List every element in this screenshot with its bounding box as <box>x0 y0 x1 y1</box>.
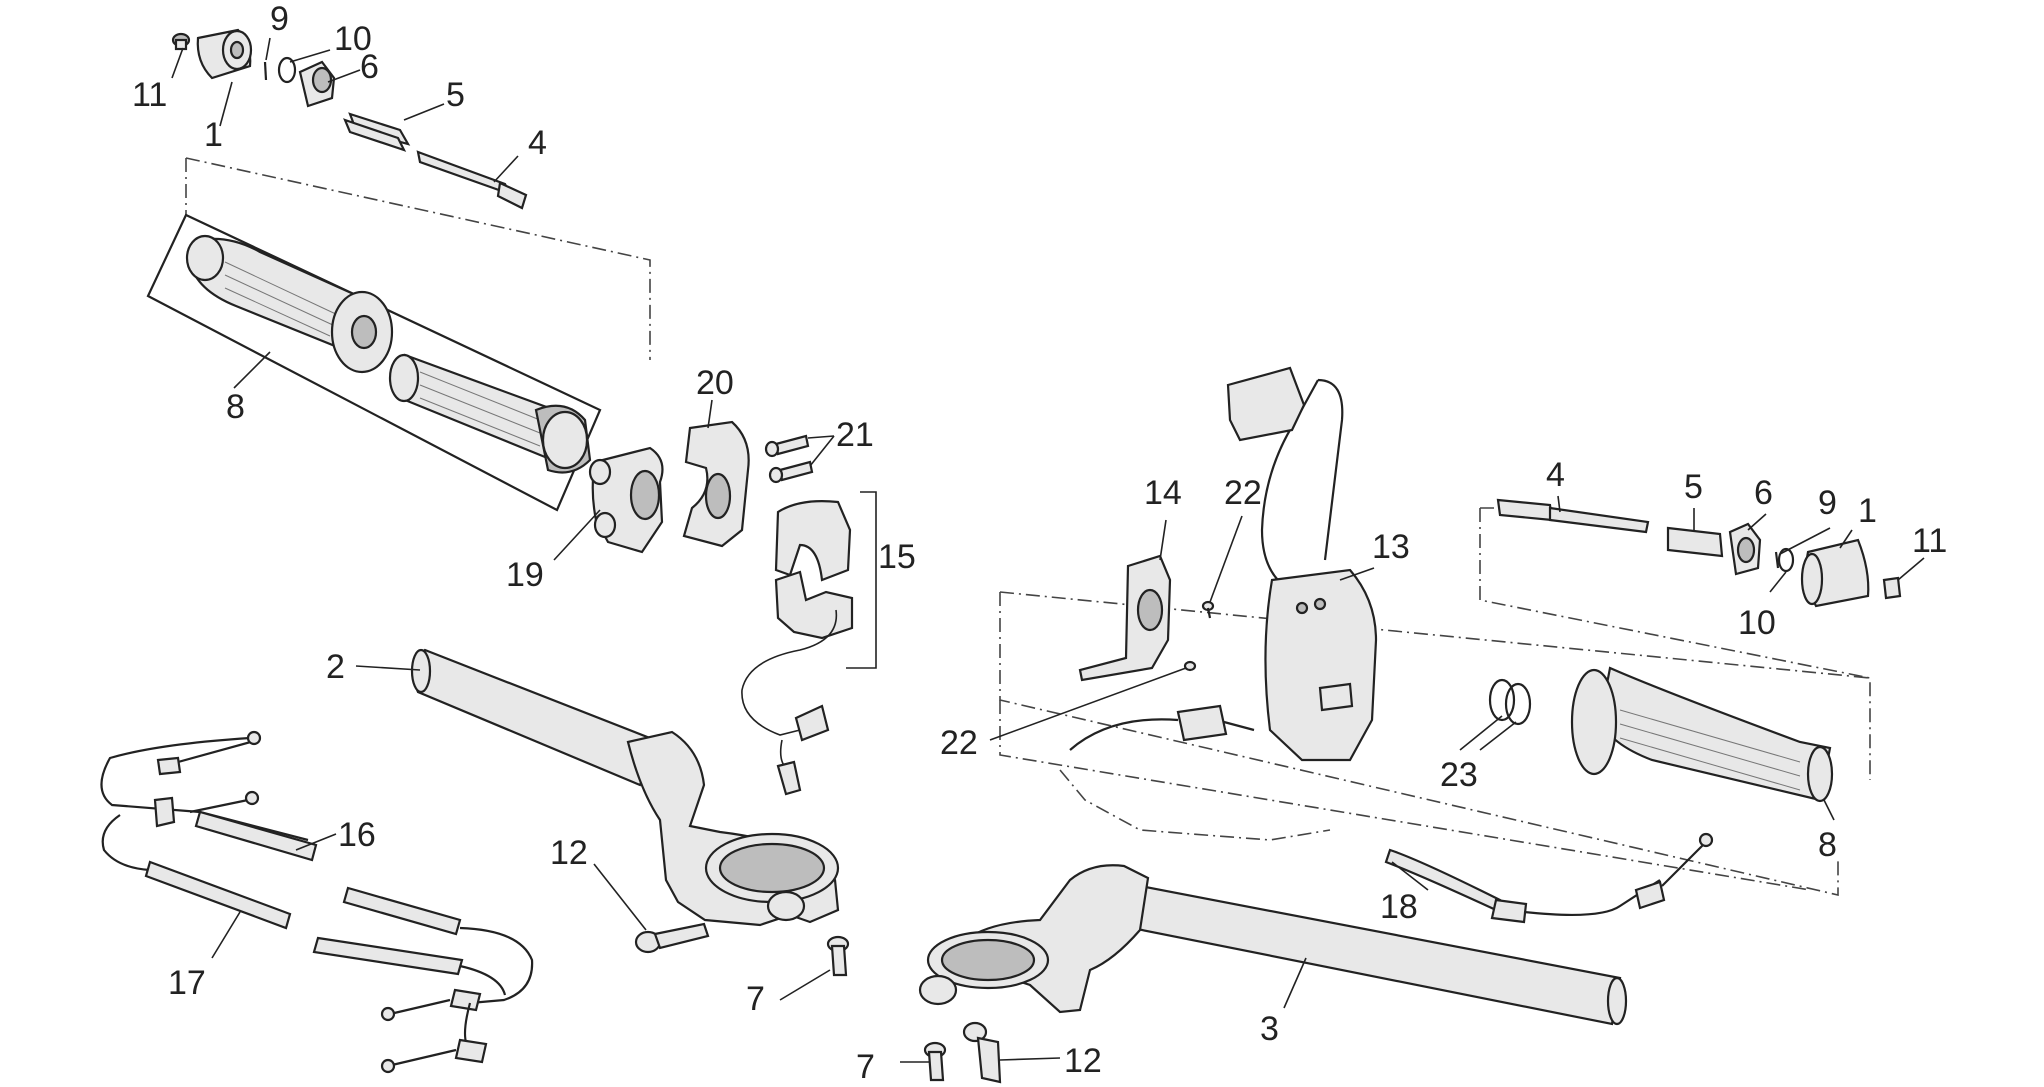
part-2-handlebar-left <box>410 648 840 927</box>
part-8-grip-set-left-frame <box>146 213 602 512</box>
callout-10-right: 10 <box>1738 604 1776 642</box>
part-22-screw-upper <box>1201 600 1215 619</box>
callout-7-lower: 7 <box>856 1048 875 1086</box>
part-11-screw-right <box>1882 576 1902 600</box>
part-6-bushing-right <box>1728 522 1762 576</box>
callout-6-right: 6 <box>1754 474 1773 512</box>
part-18-brake-switch-cable <box>1069 704 1714 924</box>
part-20-throttle-housing-upper <box>682 420 750 548</box>
part-9-pin-left <box>263 61 268 81</box>
callout-14: 14 <box>1144 474 1182 512</box>
part-15-throttle-switch-assembly <box>741 491 877 796</box>
callout-10-left: 10 <box>334 20 372 58</box>
callout-19: 19 <box>506 556 544 594</box>
callout-5-right: 5 <box>1684 468 1703 506</box>
callout-20: 20 <box>696 364 734 402</box>
part-17-throttle-cable-return <box>101 790 534 1074</box>
part-3-handlebar-right <box>918 864 1628 1026</box>
callout-labels: 11 9 10 6 5 1 4 8 20 21 19 15 2 16 17 12… <box>132 0 1947 1086</box>
callout-2: 2 <box>326 648 345 686</box>
callout-22-upper: 22 <box>1224 474 1262 512</box>
part-7-screw-lower <box>923 1041 947 1082</box>
callout-11-right: 11 <box>1912 522 1947 560</box>
part-16-throttle-cable <box>100 730 318 862</box>
callout-7-upper: 7 <box>746 980 765 1018</box>
callout-1-right: 1 <box>1858 492 1877 530</box>
callout-13: 13 <box>1372 528 1410 566</box>
part-10-o-ring-left <box>277 56 297 84</box>
callout-leaders <box>171 37 1925 1063</box>
part-23-o-rings <box>1488 678 1532 726</box>
part-10-o-ring-right <box>1777 547 1795 573</box>
part-12-bolt-right <box>962 1021 1002 1084</box>
part-4-threaded-rod-left <box>416 150 528 210</box>
callout-3: 3 <box>1260 1010 1279 1048</box>
callout-8-left: 8 <box>226 388 245 426</box>
callout-17: 17 <box>168 964 206 1002</box>
assembly-guide-lines <box>185 157 1871 897</box>
part-8-grip-left <box>185 234 394 374</box>
part-8-throttle-grip <box>388 353 592 474</box>
part-9-pin-right <box>1774 551 1780 569</box>
part-4-threaded-rod-right <box>1496 498 1650 534</box>
callout-11-left: 11 <box>132 76 167 114</box>
part-1-bar-end-weight-left <box>196 28 253 80</box>
callout-16: 16 <box>338 816 376 854</box>
part-13-right-switch-group <box>1226 366 1378 762</box>
part-5-rubber-damper-right <box>1666 526 1724 558</box>
callout-15: 15 <box>878 538 916 576</box>
part-12-bolt-left <box>634 922 710 954</box>
part-8-grip-right <box>1570 666 1834 803</box>
callout-21: 21 <box>836 416 874 454</box>
callout-18: 18 <box>1380 888 1418 926</box>
callout-1-left: 1 <box>204 116 223 154</box>
part-6-bushing-left <box>298 60 336 108</box>
part-5-rubber-damper-left <box>343 112 411 152</box>
callout-9-right: 9 <box>1818 484 1837 522</box>
part-14-bracket <box>1078 554 1172 682</box>
part-7-screw-upper <box>826 935 850 977</box>
callout-12-right: 12 <box>1064 1042 1102 1080</box>
part-1-bar-end-weight-right <box>1800 538 1870 608</box>
callout-9-left: 9 <box>270 0 289 38</box>
part-21-screws <box>764 434 814 484</box>
callout-5-left: 5 <box>446 76 465 114</box>
callout-22-lower: 22 <box>940 724 978 762</box>
part-22-screw-lower <box>1183 660 1197 672</box>
callout-6-left: 6 <box>360 48 379 86</box>
callout-23: 23 <box>1440 756 1478 794</box>
callout-12-left: 12 <box>550 834 588 872</box>
callout-4-right: 4 <box>1546 456 1565 494</box>
part-19-throttle-housing-lower <box>588 446 664 554</box>
callout-4-left: 4 <box>528 124 547 162</box>
callout-8-right: 8 <box>1818 826 1837 864</box>
part-11-screw-left <box>171 32 191 51</box>
